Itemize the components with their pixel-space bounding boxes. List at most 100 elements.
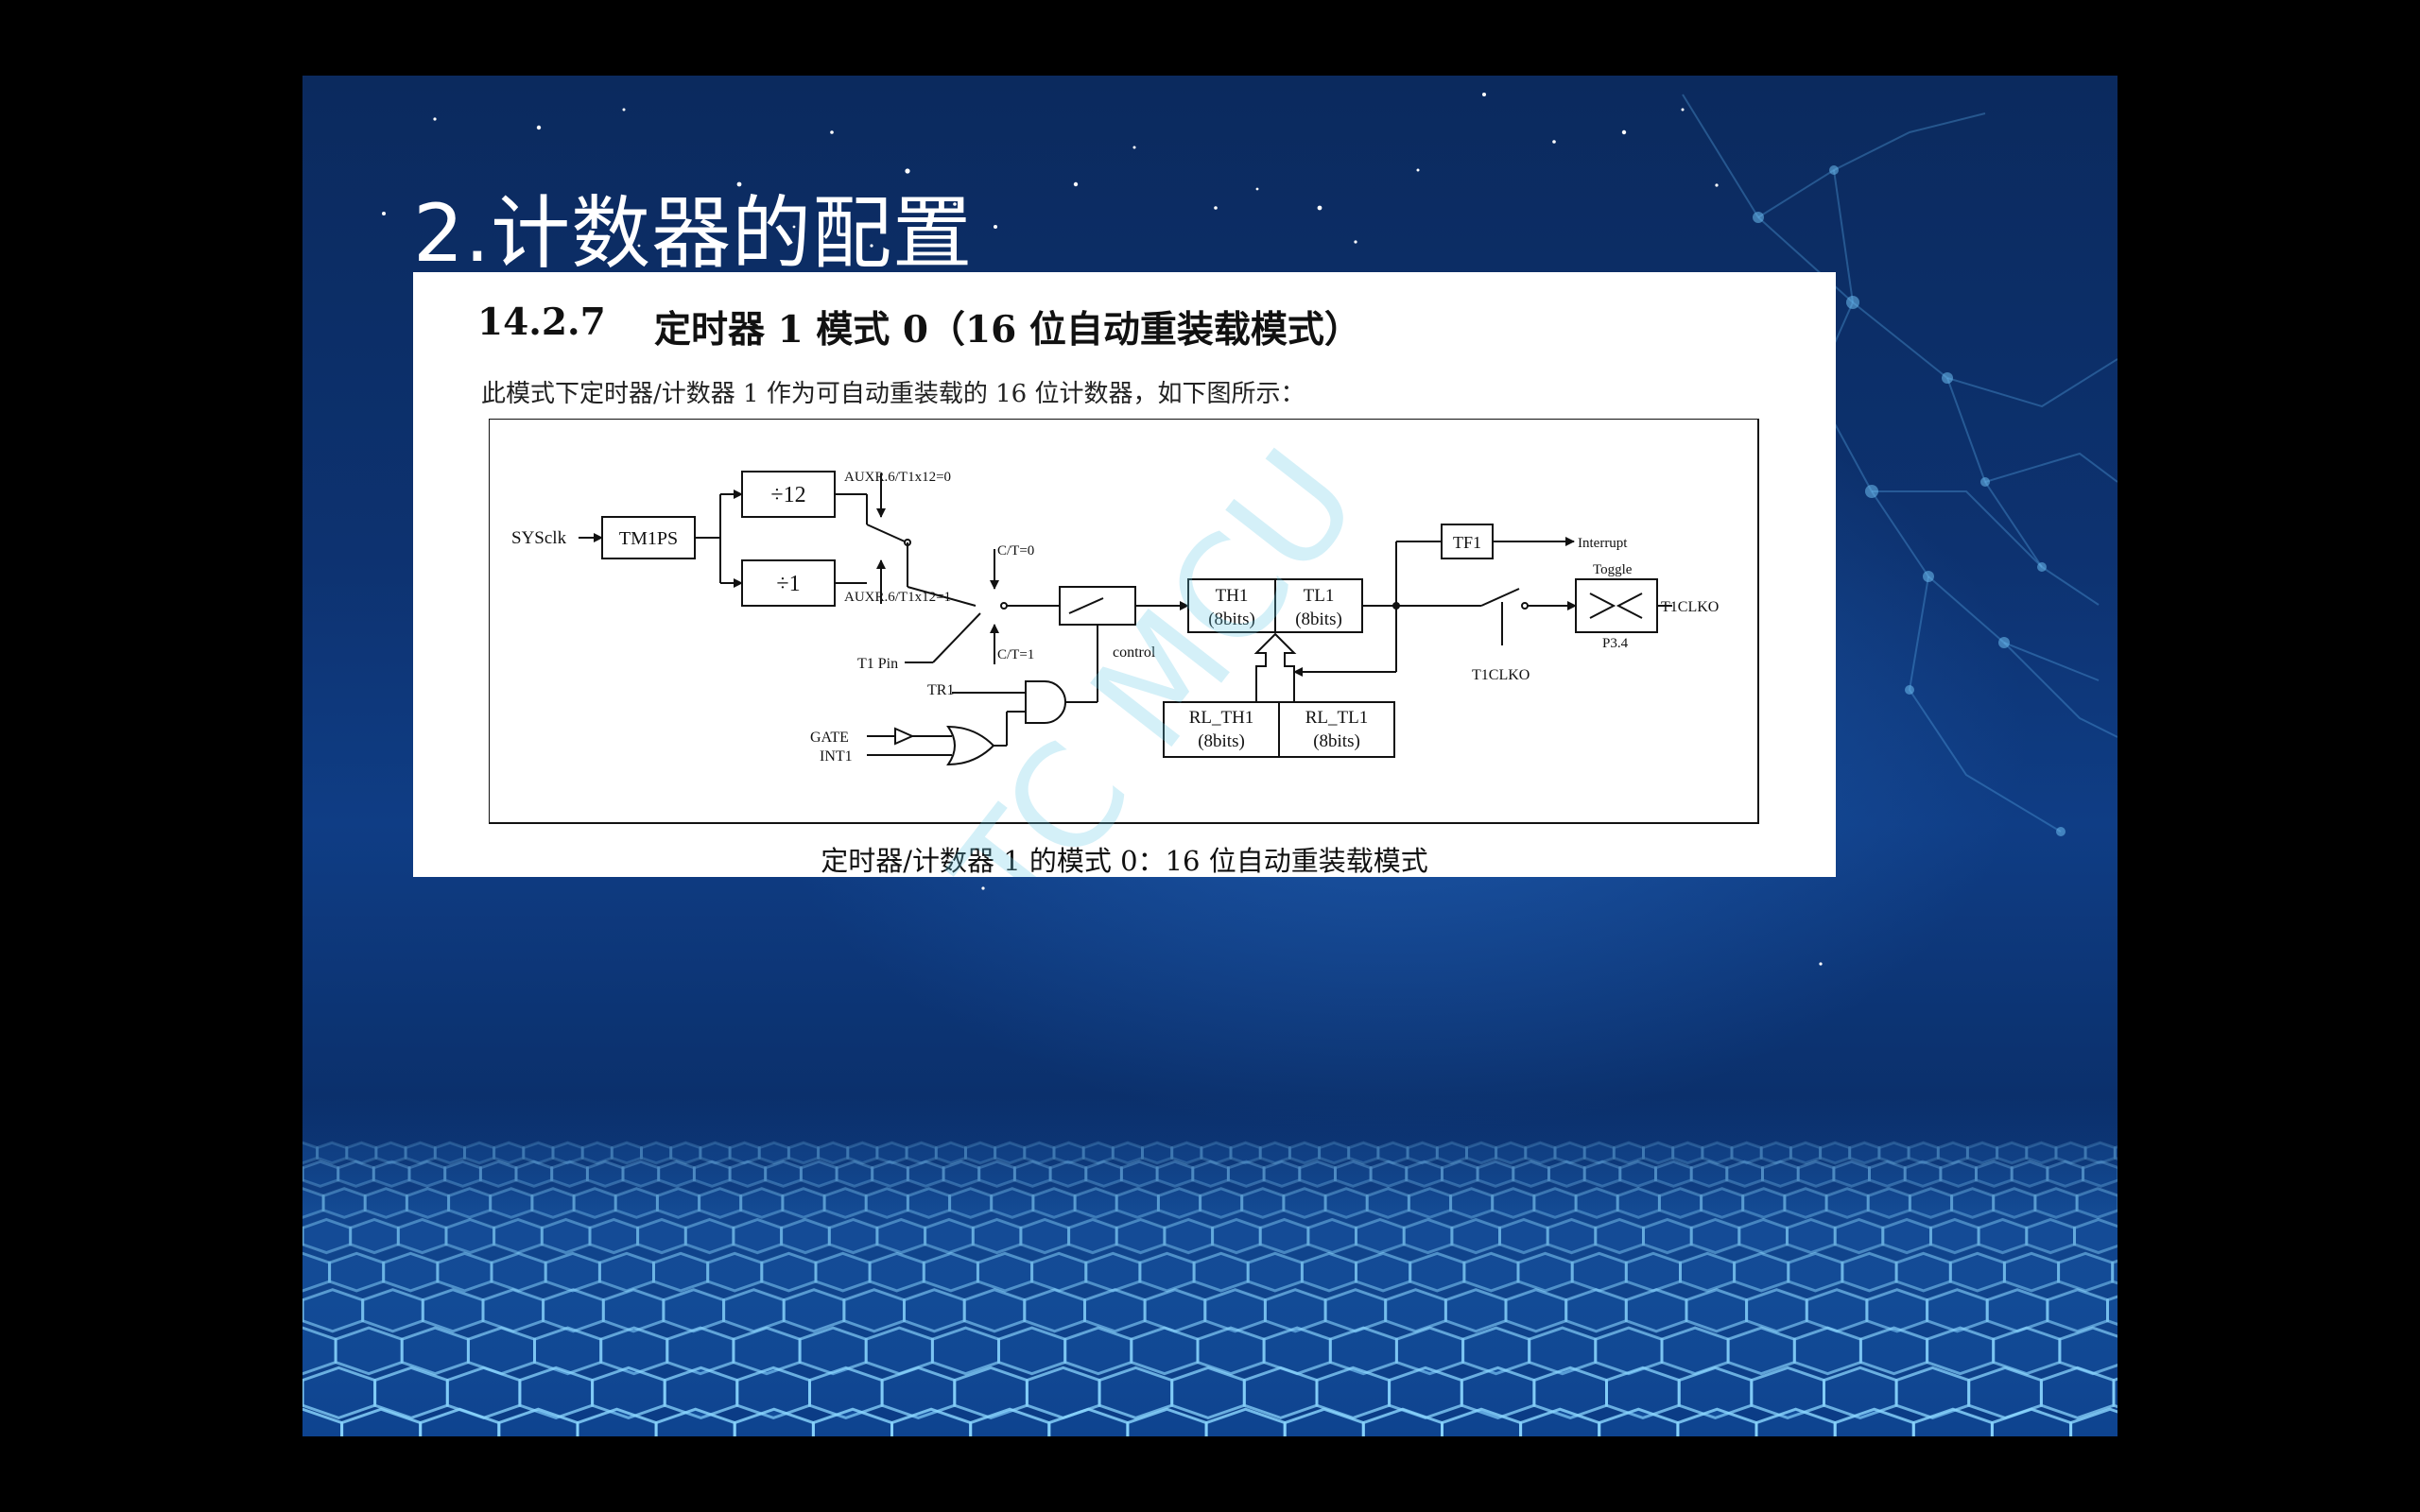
hex-cell [1975, 1160, 2014, 1188]
hex-cell [864, 1187, 909, 1219]
hex-cell [781, 1187, 826, 1219]
hex-cell [1012, 1160, 1052, 1188]
hex-cell [1532, 1366, 1608, 1419]
hex-cell [1191, 1160, 1230, 1188]
hex-cell [493, 1217, 544, 1255]
hex-cell [728, 1141, 761, 1165]
hex-cell [1163, 1217, 1215, 1255]
hex-cell [1903, 1160, 1943, 1188]
hex-cell [1612, 1141, 1645, 1165]
hex-cell [732, 1217, 784, 1255]
hex-cell [739, 1187, 785, 1219]
hex-cell [1170, 1141, 1203, 1165]
hex-cell [542, 1288, 605, 1333]
hex-cell [1908, 1187, 1954, 1219]
hex-cell [1246, 1251, 1304, 1293]
hex-cell [652, 1251, 710, 1293]
hex-cell [361, 1288, 424, 1333]
hex-cell [621, 1160, 661, 1188]
hex-cell [1657, 1187, 1703, 1219]
hex-cell [421, 1288, 485, 1333]
hex-cell [1783, 1187, 1828, 1219]
hex-cell [1504, 1288, 1568, 1333]
and-gate [1025, 680, 1066, 724]
hex-cell [1624, 1288, 1688, 1333]
hex-cell [1052, 1141, 1085, 1165]
intro-text: 此模式下定时器/计数器 1 作为可自动重装载的 16 位计数器，如下图所示： [481, 380, 1305, 408]
hex-cell [544, 1251, 601, 1293]
hex-cell [1939, 1160, 1978, 1188]
hex-cell [1725, 1160, 1764, 1188]
hex-cell [1462, 1251, 1520, 1293]
hex-cell [1111, 1141, 1144, 1165]
hex-cell [1685, 1288, 1749, 1333]
hex-cell [599, 1326, 669, 1376]
hex-cell [614, 1187, 659, 1219]
hex-cell [1023, 1288, 1086, 1333]
hex-cell [1792, 1326, 1862, 1376]
label-toggle: Toggle [1593, 562, 1633, 577]
hex-cell [1192, 1251, 1250, 1293]
hex-cell [1141, 1141, 1174, 1165]
hex-cell [1996, 1141, 2029, 1165]
hex-cell [1031, 1187, 1077, 1219]
hex-cell [1204, 1407, 1287, 1436]
hex-cell [1990, 1407, 2073, 1436]
document-excerpt: 14.2.7 定时器 1 模式 0（16 位自动重装载模式） 此模式下定时器/计… [413, 272, 1836, 877]
hex-cell [1491, 1187, 1536, 1219]
hex-cell [868, 1251, 925, 1293]
hex-cell [655, 1187, 701, 1219]
hex-cell [1170, 1366, 1246, 1419]
hex-cell [340, 1407, 423, 1436]
hex-cell [1926, 1288, 1989, 1333]
hex-cell [1318, 1141, 1351, 1165]
hex-cell [1406, 1141, 1439, 1165]
label-tm1ps: TM1PS [619, 528, 678, 549]
hex-cell [2046, 1160, 2085, 1188]
hex-cell [698, 1187, 743, 1219]
hex-cell [1789, 1141, 1823, 1165]
hex-cell [1048, 1160, 1088, 1188]
label-th1-bits: (8bits) [1208, 610, 1255, 629]
hex-cell [1460, 1366, 1536, 1419]
hex-cell [1409, 1251, 1466, 1293]
hex-cell [1730, 1141, 1763, 1165]
hex-cell [1495, 1141, 1528, 1165]
label-auxr-0: AUXR.6/T1x12=0 [844, 470, 951, 485]
label-p34: P3.4 [1602, 636, 1629, 651]
hex-cell [530, 1187, 576, 1219]
hex-cell [1833, 1217, 1885, 1255]
hex-cell [2054, 1141, 2087, 1165]
hex-cell [2010, 1160, 2049, 1188]
hex-cell [1435, 1141, 1468, 1165]
hex-cell [782, 1288, 846, 1333]
hex-cell [572, 1187, 617, 1219]
hex-cell [1323, 1288, 1388, 1333]
hex-cell [905, 1141, 938, 1165]
hex-cell [934, 1141, 967, 1165]
hex-cell [1402, 1217, 1454, 1255]
hex-cell [1574, 1187, 1619, 1219]
hex-cell [550, 1160, 589, 1188]
hex-cell [490, 1251, 547, 1293]
label-tl1-bits: (8bits) [1295, 610, 1342, 629]
hex-cell [1750, 1366, 1825, 1419]
hex-cell [1950, 1187, 1996, 1219]
hex-cell [798, 1326, 868, 1376]
hex-cell [1745, 1288, 1808, 1333]
hex-cell [1200, 1141, 1233, 1165]
hex-cell [349, 1217, 400, 1255]
hex-cell [1564, 1288, 1628, 1333]
hex-cell [585, 1160, 625, 1188]
hex-cell [871, 1160, 909, 1188]
label-sysclk: SYSclk [511, 528, 567, 548]
hex-cell [405, 1187, 451, 1219]
hex-cell [2111, 1259, 2118, 1285]
hex-cell [1726, 1326, 1796, 1376]
hex-cell [466, 1326, 536, 1376]
hex-cell [1047, 1407, 1130, 1436]
hex-cell [481, 1288, 545, 1333]
hex-cell [382, 1251, 440, 1293]
hex-cell [1642, 1217, 1693, 1255]
